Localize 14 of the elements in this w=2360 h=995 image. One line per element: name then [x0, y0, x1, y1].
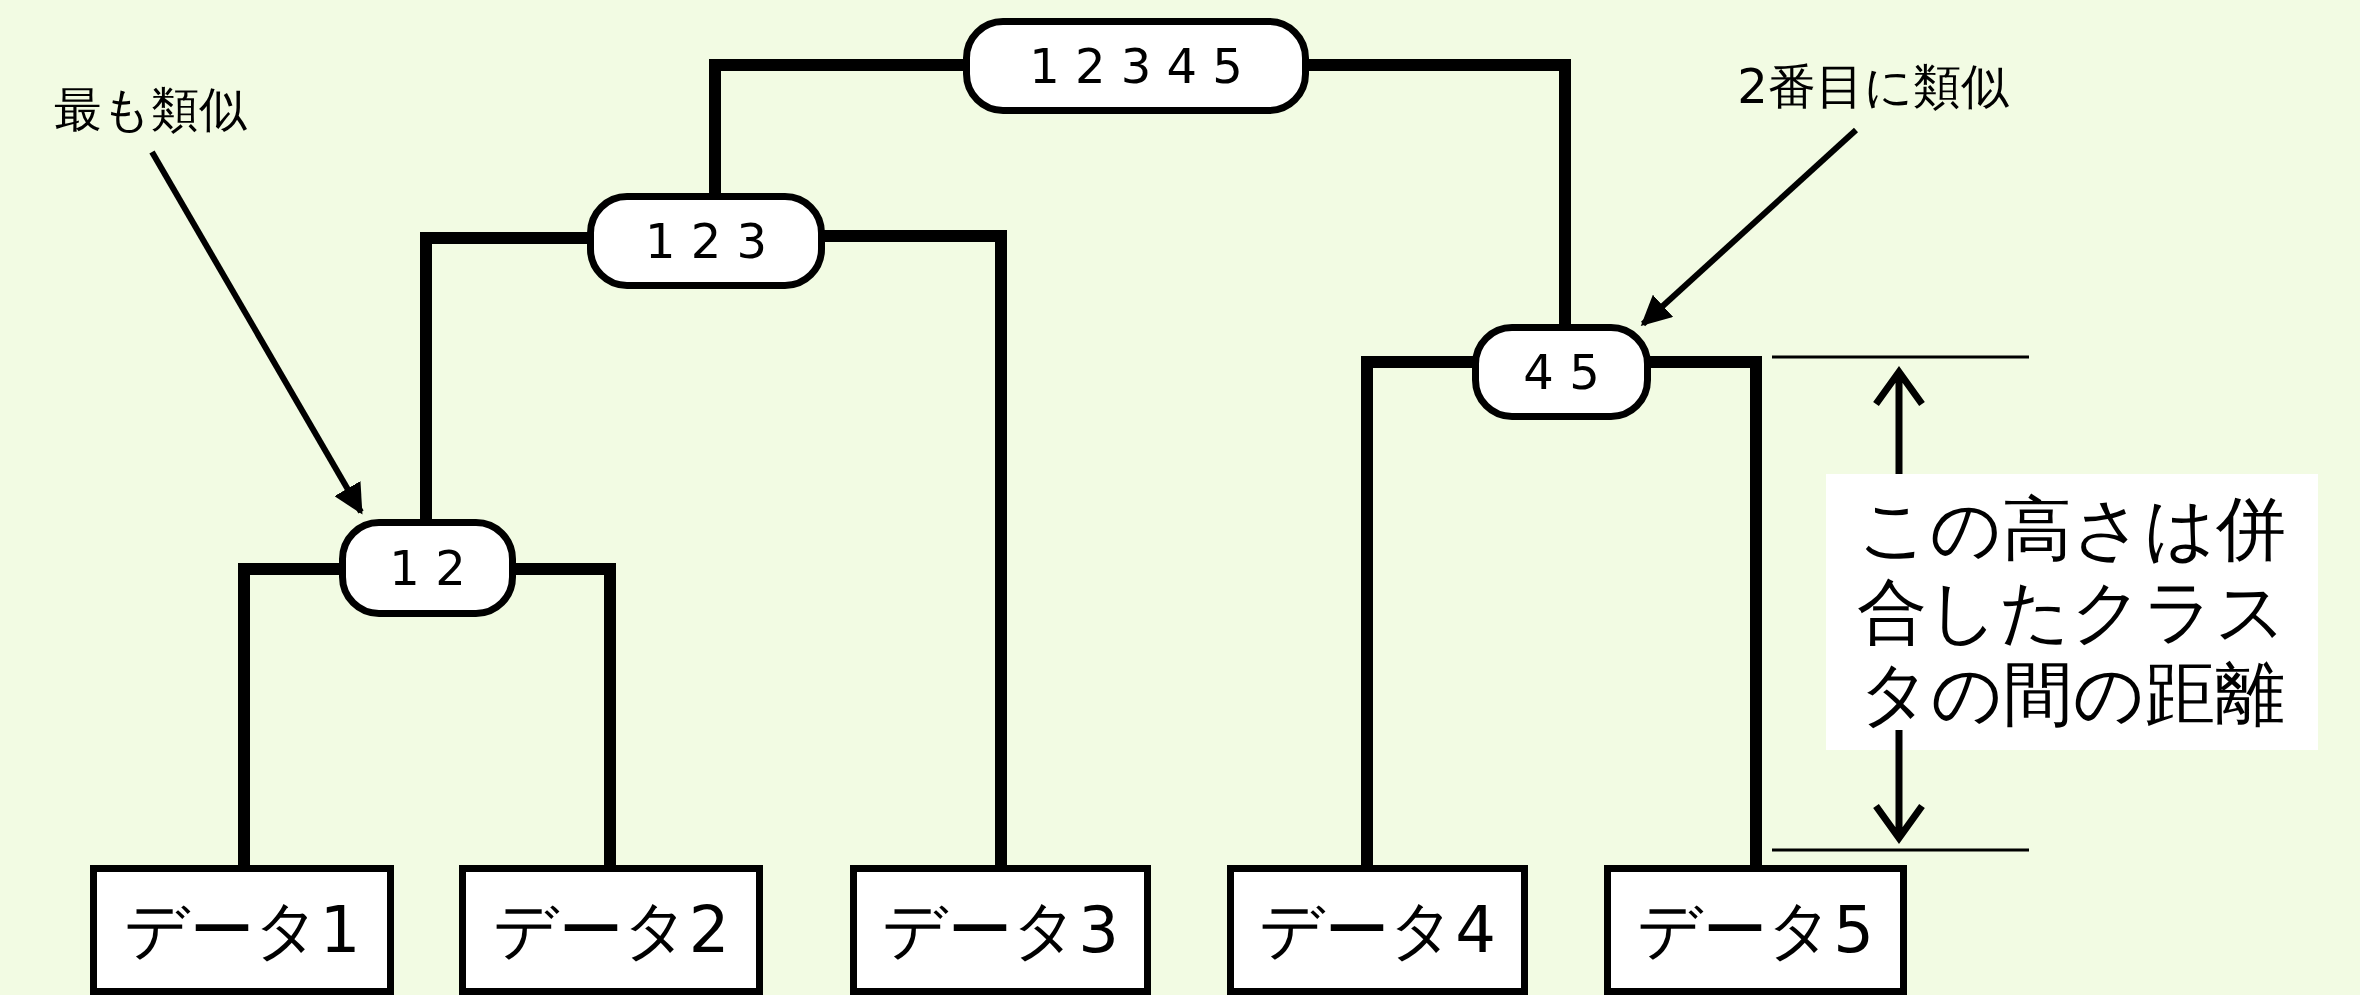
leader-arrow	[1640, 127, 1858, 327]
data-box: データ2	[459, 865, 763, 995]
annotation-text: 最も類似	[18, 72, 282, 148]
leader-arrow	[149, 150, 364, 515]
data-box: データ4	[1227, 865, 1528, 995]
cluster-pill: 4 5	[1472, 324, 1651, 420]
dimension-label: この高さは併合したクラスタの間の距離	[1826, 474, 2318, 750]
cluster-pill: 1 2 3	[587, 193, 825, 289]
cluster-pill: 1 2 3 4 5	[963, 18, 1309, 114]
cluster-pill: 1 2	[339, 519, 516, 617]
data-box: データ1	[90, 865, 394, 995]
data-box: データ5	[1604, 865, 1907, 995]
annotation-text: 2番目に類似	[1690, 56, 2056, 118]
data-box: データ3	[850, 865, 1151, 995]
